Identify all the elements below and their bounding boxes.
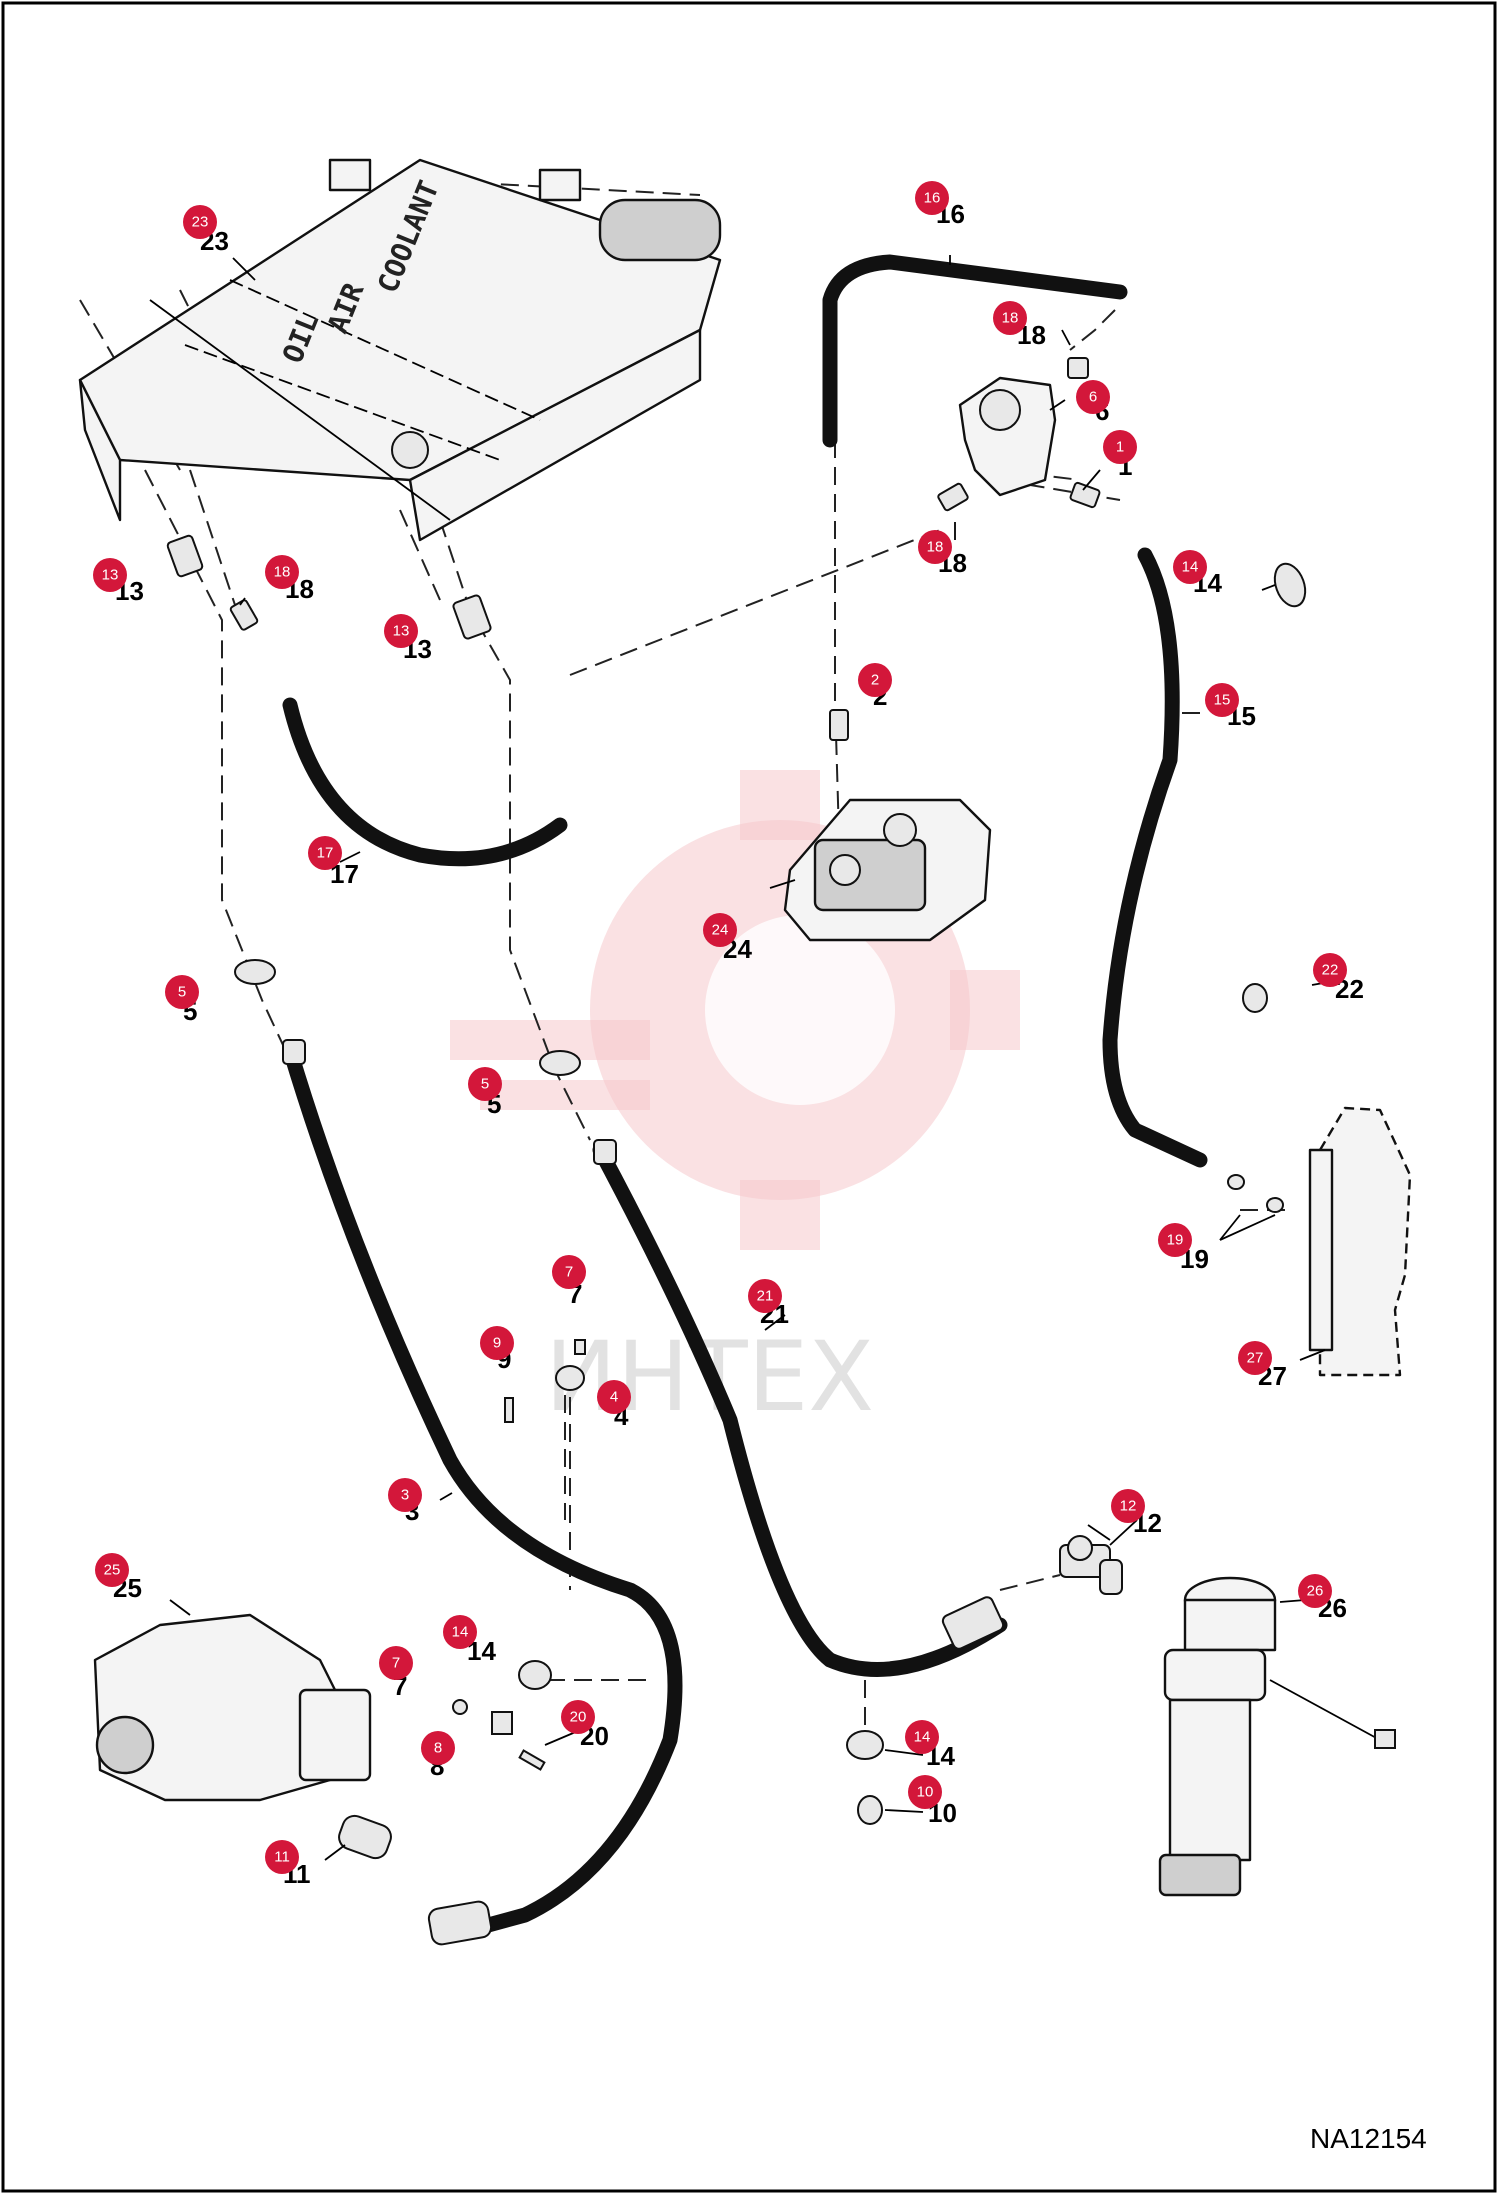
callout-badge[interactable]: 13: [384, 614, 418, 648]
callout-badge[interactable]: 1: [1103, 430, 1137, 464]
callout-badge[interactable]: 14: [1173, 550, 1207, 584]
svg-text:13: 13: [393, 623, 410, 640]
svg-text:14: 14: [1182, 559, 1199, 576]
svg-text:6: 6: [1089, 389, 1097, 406]
svg-text:10: 10: [917, 1784, 934, 1801]
hydraulic-pump: [783, 709, 992, 942]
svg-text:15: 15: [1214, 692, 1231, 709]
oil-cooler: COOLANT AIR OIL: [78, 158, 722, 542]
callout-badge[interactable]: 26: [1298, 1574, 1332, 1608]
callout-badge[interactable]: 10: [908, 1775, 942, 1809]
svg-text:5: 5: [178, 984, 186, 1001]
callout-badge[interactable]: 25: [95, 1553, 129, 1587]
hose-3: [282, 1042, 683, 1938]
callout-badge[interactable]: 3: [388, 1478, 422, 1512]
callout-badge[interactable]: 13: [93, 558, 127, 592]
callout-badge[interactable]: 18: [918, 530, 952, 564]
callout-badge[interactable]: 19: [1158, 1223, 1192, 1257]
callout-badge[interactable]: 6: [1076, 380, 1110, 414]
callout-leaders: [169, 255, 1341, 1861]
svg-text:8: 8: [434, 1740, 442, 1757]
svg-text:13: 13: [102, 567, 119, 584]
hose-16: [822, 254, 1128, 448]
callout-badge[interactable]: 17: [308, 836, 342, 870]
callout-badge[interactable]: 20: [561, 1700, 595, 1734]
callout-badge[interactable]: 7: [379, 1646, 413, 1680]
callout-badge[interactable]: 22: [1313, 953, 1347, 987]
svg-text:12: 12: [1120, 1498, 1137, 1515]
svg-text:9: 9: [493, 1335, 501, 1352]
callout-badge[interactable]: 18: [993, 301, 1027, 335]
callout-badge[interactable]: 8: [421, 1731, 455, 1765]
callout-badges: 1 2 3 4 5 5 6 7 7 8 9 10 11 12 13 13 14 …: [93, 181, 1347, 1874]
svg-text:25: 25: [104, 1562, 121, 1579]
svg-text:4: 4: [610, 1389, 618, 1406]
svg-text:18: 18: [927, 539, 944, 556]
cooler-fittings: [166, 534, 492, 640]
hoses: [282, 254, 1208, 1946]
callout-badge[interactable]: 9: [480, 1326, 514, 1360]
clamps-and-fasteners: [234, 562, 1307, 1825]
svg-text:16: 16: [924, 190, 941, 207]
hose-21: [592, 1142, 1008, 1677]
svg-text:18: 18: [274, 564, 291, 581]
svg-text:3: 3: [401, 1487, 409, 1504]
hydraulic-filter: [1158, 1576, 1396, 1897]
svg-text:7: 7: [565, 1264, 573, 1281]
svg-text:14: 14: [452, 1624, 469, 1641]
tee-fitting: [1059, 1535, 1123, 1595]
svg-text:1: 1: [1116, 439, 1124, 456]
callout-badge[interactable]: 11: [265, 1840, 299, 1874]
svg-text:27: 27: [1247, 1350, 1264, 1367]
callout-badge[interactable]: 5: [165, 975, 199, 1009]
callout-badge[interactable]: 5: [468, 1067, 502, 1101]
drive-motor: [93, 1613, 392, 1860]
svg-text:20: 20: [570, 1709, 587, 1726]
svg-text:18: 18: [1002, 310, 1019, 327]
callout-badge[interactable]: 21: [748, 1279, 782, 1313]
svg-text:2: 2: [871, 672, 879, 689]
callout-badge[interactable]: 7: [552, 1255, 586, 1289]
mounting-bracket: [1308, 1106, 1412, 1377]
svg-text:26: 26: [1307, 1583, 1324, 1600]
svg-text:5: 5: [481, 1076, 489, 1093]
callout-badge[interactable]: 16: [915, 181, 949, 215]
callout-badge[interactable]: 24: [703, 913, 737, 947]
callout-badge[interactable]: 15: [1205, 683, 1239, 717]
callout-badge[interactable]: 4: [597, 1380, 631, 1414]
svg-text:24: 24: [712, 922, 729, 939]
svg-text:11: 11: [274, 1849, 290, 1866]
motor-block: [937, 357, 1101, 512]
svg-text:17: 17: [317, 845, 334, 862]
svg-text:14: 14: [914, 1729, 931, 1746]
svg-text:23: 23: [192, 214, 209, 231]
drawing-code: NA12154: [1310, 2123, 1427, 2154]
hose-17: [282, 697, 568, 867]
callout-badge[interactable]: 27: [1238, 1341, 1272, 1375]
callout-badge[interactable]: 23: [183, 205, 217, 239]
callout-badge[interactable]: 14: [905, 1720, 939, 1754]
svg-text:19: 19: [1167, 1232, 1184, 1249]
svg-text:22: 22: [1322, 962, 1339, 979]
svg-text:7: 7: [392, 1655, 400, 1672]
callout-badge[interactable]: 18: [265, 555, 299, 589]
hose-15: [1102, 547, 1208, 1168]
callout-badge[interactable]: 2: [858, 663, 892, 697]
svg-text:21: 21: [757, 1288, 774, 1305]
callout-badge[interactable]: 12: [1111, 1489, 1145, 1523]
callout-badge[interactable]: 14: [443, 1615, 477, 1649]
